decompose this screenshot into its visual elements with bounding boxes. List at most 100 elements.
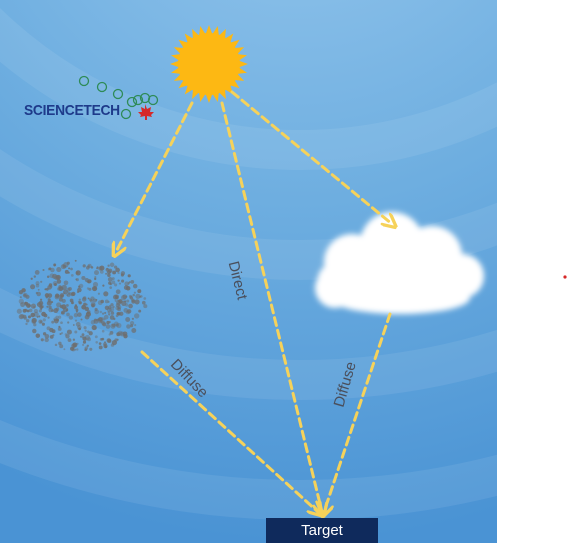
sun-disc bbox=[178, 33, 240, 95]
aerosol-particle bbox=[94, 309, 100, 315]
aerosol-particle bbox=[104, 341, 106, 344]
aerosol-particle bbox=[141, 300, 146, 305]
aerosol-particle bbox=[109, 286, 113, 289]
aerosol-particle bbox=[111, 280, 116, 285]
aerosol-particle bbox=[74, 330, 78, 334]
aerosol-particle bbox=[16, 308, 22, 314]
aerosol-particle bbox=[31, 319, 36, 324]
aerosol-particle bbox=[68, 292, 73, 296]
aerosol-particle bbox=[56, 279, 62, 284]
aerosol-particle bbox=[55, 293, 60, 298]
aerosol-particle bbox=[87, 310, 91, 314]
aerosol-particle bbox=[143, 304, 148, 309]
aerosol-particle bbox=[105, 324, 111, 329]
aerosol-particle bbox=[130, 321, 135, 326]
aerosol-particle bbox=[72, 338, 76, 341]
aerosol-particle bbox=[42, 332, 47, 336]
aerosol-particle bbox=[127, 274, 131, 278]
aerosol-particle bbox=[70, 274, 74, 277]
aerosol-particle bbox=[25, 319, 30, 323]
aerosol-particle bbox=[80, 318, 83, 321]
aerosol-particle bbox=[90, 302, 96, 308]
aerosol-particle bbox=[109, 262, 115, 268]
aerosol-particle bbox=[88, 287, 92, 291]
aerosol-particle bbox=[30, 303, 37, 309]
aerosol-particle bbox=[113, 265, 118, 269]
sky-bands bbox=[0, 0, 569, 500]
aerosol-particle bbox=[66, 312, 70, 317]
aerosol-particle bbox=[75, 308, 79, 312]
aerosol-particle bbox=[125, 310, 130, 315]
aerosol-particle bbox=[44, 293, 50, 298]
aerosol-particle bbox=[94, 270, 99, 276]
aerosol-particle bbox=[107, 264, 110, 267]
aerosol-particle bbox=[97, 318, 100, 321]
aerosol-particle bbox=[40, 280, 43, 283]
aerosol-particle bbox=[56, 267, 62, 273]
aerosol-particle bbox=[81, 335, 84, 339]
aerosol-particle bbox=[134, 313, 140, 319]
aerosol-particle bbox=[38, 309, 42, 313]
aerosol-particle bbox=[88, 331, 93, 336]
aerosol-particle bbox=[101, 312, 105, 315]
aerosol-particle bbox=[47, 298, 52, 303]
aerosol-particle bbox=[75, 270, 81, 276]
aerosol-particle bbox=[37, 288, 40, 291]
aerosol-particle bbox=[40, 305, 44, 309]
aerosol-particle bbox=[123, 334, 128, 339]
aerosol-particle bbox=[82, 340, 87, 344]
aerosol-particle bbox=[36, 315, 39, 318]
aerosol-particle bbox=[94, 307, 98, 312]
aerosol-particle bbox=[47, 267, 51, 271]
aerosol-particle bbox=[22, 314, 27, 319]
aerosol-particle bbox=[65, 309, 69, 312]
aerosol-particle bbox=[92, 281, 99, 288]
aerosol-particle bbox=[38, 315, 41, 318]
aerosol-particle bbox=[47, 316, 50, 319]
aerosol-particle bbox=[58, 286, 64, 291]
arrow-sun-to-aerosol bbox=[116, 101, 194, 252]
aerosol-particle bbox=[91, 325, 97, 331]
aerosol-particle bbox=[53, 263, 57, 267]
aerosol-particle bbox=[44, 337, 49, 343]
aerosol-particle bbox=[76, 342, 79, 345]
aerosol-particle bbox=[31, 317, 37, 324]
aerosol-particle bbox=[111, 277, 115, 281]
aerosol-particle bbox=[120, 271, 126, 276]
aerosol-particle bbox=[125, 286, 131, 291]
aerosol-particle bbox=[86, 266, 90, 270]
target-box: Target bbox=[266, 518, 378, 543]
aerosol-particle bbox=[67, 338, 72, 342]
aerosol-particle bbox=[110, 303, 114, 307]
aerosol-particle bbox=[83, 326, 87, 330]
aerosol-particle bbox=[101, 329, 105, 333]
aerosol-particle bbox=[63, 292, 66, 295]
aerosol-particle bbox=[78, 283, 84, 289]
aerosol-particle bbox=[125, 317, 131, 322]
aerosol-particle bbox=[84, 314, 90, 320]
aerosol-particle bbox=[20, 314, 25, 319]
aerosol-particle bbox=[71, 291, 76, 297]
aerosol-particle bbox=[25, 294, 30, 299]
aerosol-particle bbox=[87, 297, 90, 300]
aerosol-particle bbox=[116, 338, 119, 341]
aerosol-particle bbox=[87, 337, 91, 342]
aerosol-particle bbox=[49, 273, 55, 279]
aerosol-particle bbox=[74, 259, 77, 262]
aerosol-particle bbox=[97, 292, 100, 295]
aerosol-particle bbox=[49, 327, 54, 333]
aerosol-particle bbox=[78, 327, 81, 331]
aerosol-particle bbox=[39, 298, 43, 301]
aerosol-particle bbox=[117, 299, 120, 302]
aerosol-particle bbox=[59, 332, 62, 336]
aerosol-particle bbox=[71, 343, 77, 349]
particle-cloud-icon bbox=[16, 259, 148, 352]
aerosol-particle bbox=[33, 323, 37, 327]
aerosol-particle bbox=[34, 270, 40, 275]
aerosol-particle bbox=[132, 293, 135, 297]
aerosol-particle bbox=[115, 267, 120, 273]
aerosol-particle bbox=[46, 305, 49, 308]
aerosol-particle bbox=[108, 333, 111, 336]
aerosol-particle bbox=[94, 276, 97, 279]
